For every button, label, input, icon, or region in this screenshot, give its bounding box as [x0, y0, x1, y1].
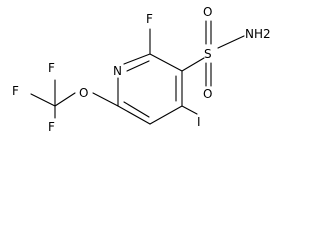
bond-c5-c6: [117, 105, 151, 125]
atom-o-bottom: O: [203, 87, 212, 101]
bond-o-cf3: [54, 92, 76, 107]
bond-s-nh2: [217, 35, 245, 49]
atom-f-left: F: [12, 84, 19, 98]
atom-nh2: NH2: [245, 27, 271, 41]
atom-f-bottom: F: [48, 120, 55, 134]
atom-n-ring: N: [113, 64, 122, 78]
bond-c3-s: [181, 57, 205, 72]
atom-o-top: O: [203, 5, 212, 19]
bond-c4-i: [181, 105, 198, 115]
bond-c5-c6-inner: [123, 101, 150, 118]
bond-cf3-f-left: [30, 93, 56, 107]
atom-i: I: [197, 115, 201, 129]
atom-f-ring: F: [146, 12, 153, 26]
bond-c4-c5: [149, 105, 183, 125]
atom-o-ether: O: [79, 86, 88, 100]
molecule-svg: F S O O NH2 N I O F F F: [12, 5, 271, 134]
bond-c2-c3: [149, 53, 183, 72]
structure-diagram: F S O O NH2 N I O F F F: [0, 0, 272, 138]
atom-s: S: [204, 47, 212, 61]
bond-n-c2-inner: [126, 60, 150, 72]
atom-f-top: F: [48, 61, 55, 75]
bond-c6-o: [92, 92, 119, 107]
bond-n-c2: [123, 53, 151, 65]
